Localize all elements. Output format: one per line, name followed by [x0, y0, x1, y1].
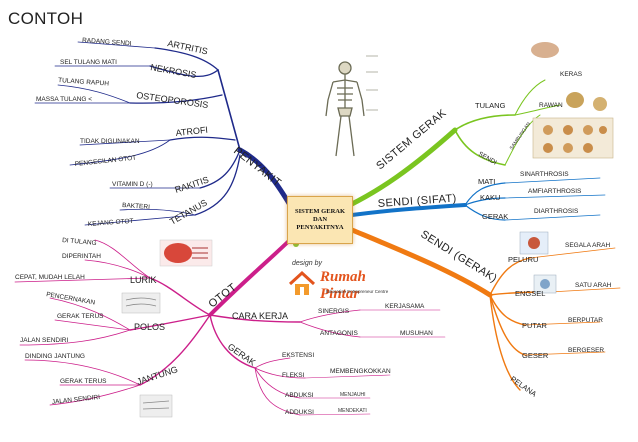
keras-label: KERAS	[560, 71, 583, 78]
mati-label: MATI	[478, 177, 495, 186]
adduksi-note: MENDEKATI	[338, 408, 367, 414]
house-logo-icon	[288, 270, 316, 295]
tetanus-note-2: KEJANG OTOT	[88, 218, 134, 228]
otot-branch	[14, 233, 446, 416]
nekrosis-note: SEL TULANG MATI	[60, 59, 117, 66]
sendi-sifat-branch	[350, 177, 606, 221]
joint-illustration	[519, 231, 557, 294]
putar-label: PUTAR	[522, 321, 547, 330]
bone-illustration	[531, 42, 614, 159]
heart-muscle-illustration	[139, 394, 173, 418]
brand-name: Rumah Pintar	[320, 269, 366, 302]
design-by-text: design by	[292, 260, 322, 267]
gerak-terus-label: GERAK TERUS	[57, 313, 104, 320]
central-topic: SISTEM GERAK DAN PENYAKITNYA	[287, 196, 353, 244]
jalan-sendiri-label: JALAN SENDIRI	[20, 337, 69, 344]
brand-tagline: Education Entrepreneur Centre	[326, 289, 389, 294]
musuhan-label: MUSUHAN	[400, 330, 433, 337]
atrofi-label: ATROFI	[175, 125, 208, 138]
berputar-label: BERPUTAR	[568, 317, 603, 324]
kaku-label: KAKU	[480, 193, 500, 202]
tulang-label: TULANG	[475, 101, 506, 110]
artritis-note: RADANG SENDI	[82, 37, 132, 47]
osteoporosis-note-1: TULANG RAPUH	[58, 77, 110, 88]
osteoporosis-label: OSTEOPOROSIS	[136, 90, 209, 110]
gerak-label: GERAK	[482, 212, 508, 221]
diperintah-label: DIPERINTAH	[62, 253, 101, 260]
gerak-terus-2-label: GERAK TERUS	[60, 378, 107, 385]
kerjasama-label: KERJASAMA	[385, 303, 425, 310]
diarthrosis-label: DIARTHROSIS	[534, 208, 579, 215]
amfiarthrosis-label: AMFIARTHROSIS	[528, 188, 582, 195]
rawan-label: RAWAN	[539, 102, 563, 109]
cepat-label: CEPAT, MUDAH LELAH	[15, 274, 85, 281]
engsel-label: ENGSEL	[515, 289, 545, 298]
cara-kerja-label: CARA KERJA	[232, 311, 288, 321]
bergeser-label: BERGESER	[568, 347, 604, 354]
dinding-jantung-label: DINDING JANTUNG	[25, 353, 85, 360]
peluru-label: PELURU	[508, 255, 538, 264]
rakitis-label: RAKITIS	[174, 175, 210, 195]
penyakit-label: PENYAKIT	[231, 145, 283, 189]
jantung-label: JANTUNG	[136, 364, 180, 387]
polos-label: POLOS	[134, 322, 165, 332]
pencernakan-label: PENCERNAKAN	[46, 291, 96, 307]
adduksi-label: ADDUKSI	[285, 409, 314, 416]
satu-arah-label: SATU ARAH	[575, 282, 612, 289]
tetanus-note-1: BAKTERI	[122, 202, 150, 211]
lurik-label: LURIK	[130, 275, 157, 285]
sendi-label: SENDI	[477, 151, 498, 167]
otot-label: OTOT	[206, 281, 239, 310]
rakitis-note: VITAMIN D (-)	[112, 181, 153, 188]
sinergis-label: SINERGIS	[318, 308, 350, 315]
penyakit-branch	[34, 41, 293, 226]
fleksi-label: FLEKSI	[282, 372, 305, 379]
brand-logo: design by Rumah Pintar Education Entrepr…	[286, 260, 406, 302]
geser-label: GESER	[522, 351, 549, 360]
sambungan-label: SAMBUNGAN	[509, 121, 533, 151]
antagonis-label: ANTAGONIS	[320, 330, 358, 337]
skeleton-illustration	[325, 55, 378, 157]
central-topic-text: SISTEM GERAK DAN PENYAKITNYA	[294, 208, 346, 231]
osteoporosis-note-2: MASSA TULANG <	[36, 96, 92, 103]
sinarthrosis-label: SINARTHROSIS	[520, 171, 569, 178]
jalan-sendiri-2-label: JALAN SENDIRI	[51, 394, 100, 406]
sistem-gerak-branch	[347, 79, 561, 208]
di-tulang-label: DI TULANG	[62, 237, 97, 247]
pelana-label: PELANA	[509, 374, 538, 398]
membengkokkan-label: MEMBENGKOKKAN	[330, 368, 391, 375]
atrofi-note-1: TIDAK DIGUNAKAN	[80, 138, 140, 145]
ekstensi-label: EKSTENSI	[282, 352, 314, 359]
sendi-gerak-branch	[349, 227, 621, 391]
muscle-illustration	[159, 239, 213, 267]
abduksi-note: MENJAUHI	[340, 392, 366, 398]
nekrosis-label: NEKROSIS	[150, 62, 198, 80]
page-title: CONTOH	[8, 9, 84, 28]
abduksi-label: ABDUKSI	[285, 392, 314, 399]
sendi-sifat-label: SENDI (SIFAT)	[377, 193, 457, 210]
segala-arah-label: SEGALA ARAH	[565, 242, 610, 249]
atrofi-note-2: PENGECILAN OTOT	[74, 155, 136, 168]
smooth-muscle-illustration	[121, 292, 161, 314]
sistem-gerak-label: SISTEM GERAK	[374, 107, 449, 172]
